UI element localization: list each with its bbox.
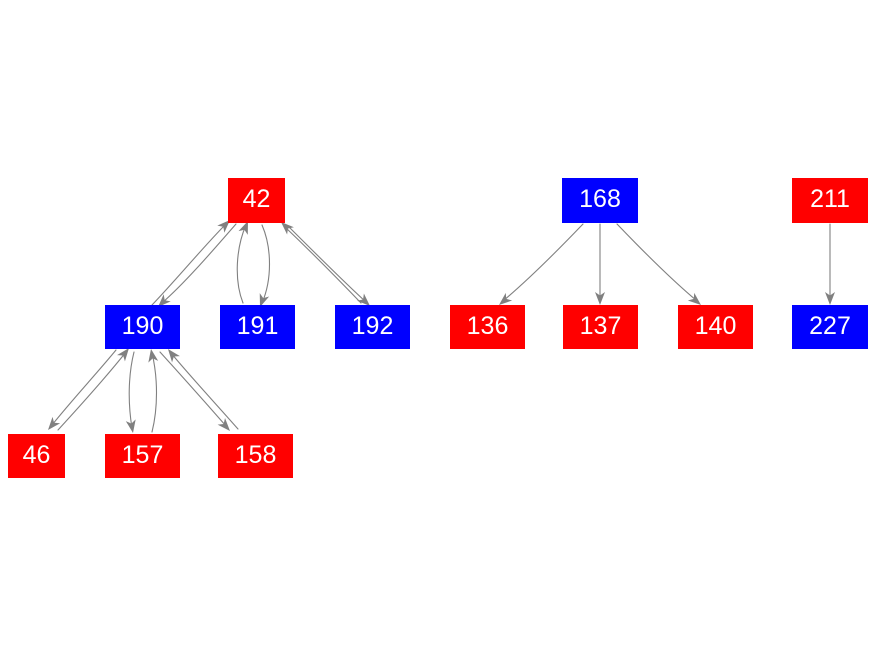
graph-node-227[interactable]: 227 <box>792 305 868 349</box>
graph-node-label: 157 <box>121 440 164 469</box>
graph-node-192[interactable]: 192 <box>335 305 410 349</box>
graph-node-136[interactable]: 136 <box>450 305 525 349</box>
graph-node-label: 46 <box>22 440 51 469</box>
graph-node-label: 136 <box>466 311 509 340</box>
graph-node-190[interactable]: 190 <box>105 305 180 349</box>
graph-node-label: 191 <box>236 311 279 340</box>
graph-node-label: 168 <box>579 185 621 213</box>
graph-node-label: 158 <box>234 440 277 469</box>
graph-node-137[interactable]: 137 <box>563 305 638 349</box>
graph-node-label: 227 <box>809 311 851 340</box>
graph-node-46[interactable]: 46 <box>8 434 65 478</box>
graph-node-211[interactable]: 211 <box>792 178 868 223</box>
graph-node-42[interactable]: 42 <box>228 178 285 223</box>
graph-node-label: 211 <box>810 185 850 213</box>
graph-node-157[interactable]: 157 <box>105 434 180 478</box>
graph-node-label: 140 <box>694 311 737 340</box>
graph-node-label: 42 <box>242 185 271 213</box>
graph-node-140[interactable]: 140 <box>678 305 753 349</box>
graph-node-label: 192 <box>351 311 394 340</box>
graph-node-191[interactable]: 191 <box>220 305 295 349</box>
graph-node-168[interactable]: 168 <box>562 178 638 223</box>
graph-node-158[interactable]: 158 <box>218 434 293 478</box>
graph-node-label: 190 <box>121 311 164 340</box>
graph-node-label: 137 <box>579 311 622 340</box>
